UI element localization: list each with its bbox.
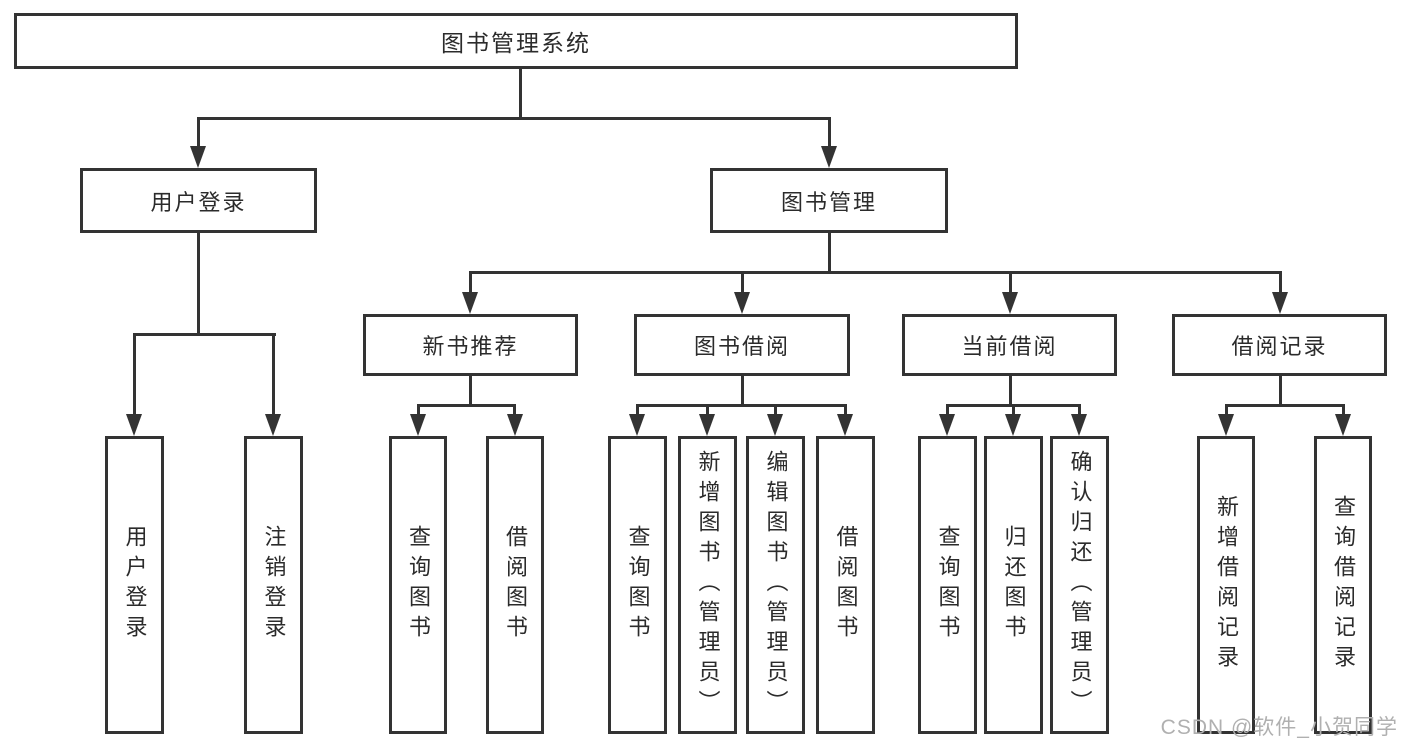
connector-line bbox=[774, 404, 777, 418]
arrow-head bbox=[507, 414, 523, 436]
connector-line bbox=[1078, 404, 1081, 418]
connector-line bbox=[519, 69, 522, 118]
node-root: 图书管理系统 bbox=[14, 13, 1018, 69]
node-book-borrow-label: 图书借阅 bbox=[693, 334, 790, 359]
node-current-borrow: 当前借阅 bbox=[902, 314, 1117, 376]
leaf-query-books-recommend-label: 查询图书 bbox=[406, 525, 431, 645]
leaf-edit-book-admin: 编辑图书（管理员） bbox=[746, 436, 805, 734]
leaf-confirm-return-admin-label: 确认归还（管理员） bbox=[1067, 450, 1093, 720]
connector-line bbox=[946, 404, 949, 418]
connector-line bbox=[844, 404, 847, 418]
node-root-label: 图书管理系统 bbox=[441, 30, 591, 56]
connector-line bbox=[1279, 271, 1282, 296]
connector-line bbox=[741, 375, 744, 407]
node-new-book-recommend-label: 新书推荐 bbox=[422, 334, 519, 359]
arrow-head bbox=[837, 414, 853, 436]
node-book-borrow: 图书借阅 bbox=[634, 314, 850, 376]
connector-line bbox=[828, 232, 831, 274]
leaf-borrow-books-recommend-label: 借阅图书 bbox=[503, 525, 528, 645]
arrow-head bbox=[1071, 414, 1087, 436]
leaf-return-book: 归还图书 bbox=[984, 436, 1043, 734]
arrow-head bbox=[462, 292, 478, 314]
connector-line bbox=[1009, 375, 1012, 407]
connector-line bbox=[133, 333, 276, 336]
leaf-confirm-return-admin: 确认归还（管理员） bbox=[1050, 436, 1109, 734]
connector-line bbox=[469, 271, 472, 296]
leaf-query-borrow-record: 查询借阅记录 bbox=[1314, 436, 1372, 734]
arrow-head bbox=[767, 414, 783, 436]
connector-line bbox=[1225, 404, 1343, 407]
leaf-return-book-label: 归还图书 bbox=[1001, 525, 1027, 645]
leaf-query-books-current-label: 查询图书 bbox=[935, 525, 961, 645]
connector-line bbox=[197, 232, 200, 335]
node-new-book-recommend: 新书推荐 bbox=[363, 314, 578, 376]
leaf-query-books-recommend: 查询图书 bbox=[389, 436, 447, 734]
leaf-query-books-borrow-label: 查询图书 bbox=[625, 525, 651, 645]
connector-line bbox=[197, 117, 831, 120]
arrow-head bbox=[629, 414, 645, 436]
connector-line bbox=[272, 333, 275, 417]
watermark-text: CSDN @软件_小贺同学 bbox=[1160, 716, 1398, 739]
node-current-borrow-label: 当前借阅 bbox=[961, 334, 1058, 359]
arrow-head bbox=[1005, 414, 1021, 436]
node-user-login-label: 用户登录 bbox=[150, 189, 247, 215]
leaf-add-book-admin: 新增图书（管理员） bbox=[678, 436, 737, 734]
connector-line bbox=[636, 404, 846, 407]
node-borrow-records-label: 借阅记录 bbox=[1231, 334, 1328, 359]
arrow-head bbox=[821, 146, 837, 168]
arrow-head bbox=[939, 414, 955, 436]
leaf-borrow-books-borrow-label: 借阅图书 bbox=[833, 525, 859, 645]
connector-line bbox=[1012, 404, 1015, 418]
connector-line bbox=[513, 404, 516, 418]
arrow-head bbox=[1335, 414, 1351, 436]
leaf-query-books-current: 查询图书 bbox=[918, 436, 977, 734]
connector-line bbox=[636, 404, 639, 418]
arrow-head bbox=[410, 414, 426, 436]
leaf-user-login-label: 用户登录 bbox=[122, 525, 148, 645]
connector-line bbox=[469, 271, 1281, 274]
arrow-head bbox=[699, 414, 715, 436]
connector-line bbox=[1342, 404, 1345, 418]
connector-line bbox=[1009, 271, 1012, 296]
connector-line bbox=[706, 404, 709, 418]
leaf-query-books-borrow: 查询图书 bbox=[608, 436, 667, 734]
leaf-query-borrow-record-label: 查询借阅记录 bbox=[1331, 495, 1356, 675]
arrow-head bbox=[1218, 414, 1234, 436]
arrow-head bbox=[126, 414, 142, 436]
connector-line bbox=[197, 117, 200, 149]
node-borrow-records: 借阅记录 bbox=[1172, 314, 1387, 376]
leaf-logout-label: 注销登录 bbox=[261, 525, 287, 645]
connector-line bbox=[133, 333, 136, 417]
leaf-add-borrow-record-label: 新增借阅记录 bbox=[1214, 495, 1239, 675]
arrow-head bbox=[190, 146, 206, 168]
leaf-add-book-admin-label: 新增图书（管理员） bbox=[695, 450, 721, 720]
connector-line bbox=[741, 271, 744, 296]
connector-line bbox=[417, 404, 420, 418]
connector-line bbox=[828, 117, 831, 149]
arrow-head bbox=[265, 414, 281, 436]
arrow-head bbox=[1002, 292, 1018, 314]
leaf-logout: 注销登录 bbox=[244, 436, 303, 734]
arrow-head bbox=[734, 292, 750, 314]
leaf-borrow-books-recommend: 借阅图书 bbox=[486, 436, 544, 734]
leaf-borrow-books-borrow: 借阅图书 bbox=[816, 436, 875, 734]
leaf-user-login: 用户登录 bbox=[105, 436, 164, 734]
connector-line bbox=[1279, 375, 1282, 407]
connector-line bbox=[1225, 404, 1228, 418]
node-user-login: 用户登录 bbox=[80, 168, 317, 233]
leaf-add-borrow-record: 新增借阅记录 bbox=[1197, 436, 1255, 734]
arrow-head bbox=[1272, 292, 1288, 314]
node-book-management-label: 图书管理 bbox=[780, 189, 877, 215]
connector-line bbox=[469, 375, 472, 407]
leaf-edit-book-admin-label: 编辑图书（管理员） bbox=[763, 450, 789, 720]
connector-line bbox=[417, 404, 516, 407]
node-book-management: 图书管理 bbox=[710, 168, 948, 233]
